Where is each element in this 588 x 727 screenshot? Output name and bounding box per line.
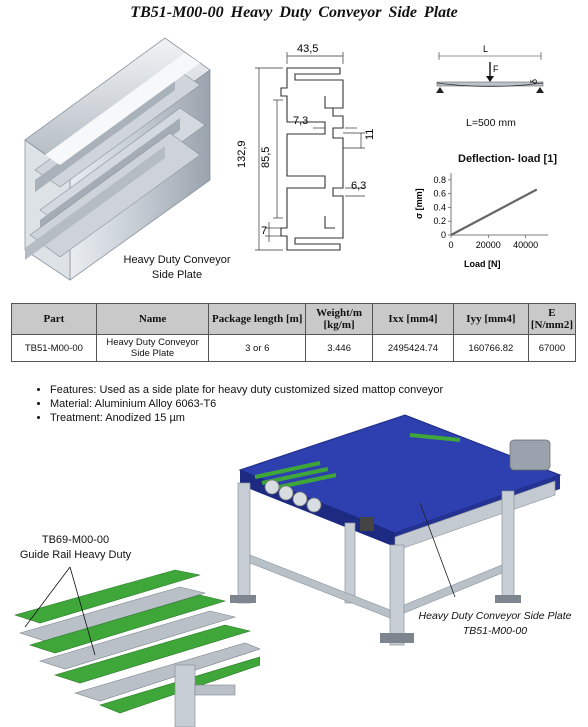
profile-technical-drawing: 43,5 132,9 85,5 7,3 6,3 11 7: [236, 43, 376, 251]
col-iyy: Iyy [mm4]: [452, 303, 529, 335]
list-item: Features: Used as a side plate for heavy…: [50, 383, 443, 397]
cell-part: TB51-M00-00: [11, 334, 97, 362]
beam-length-symbol: L: [483, 44, 488, 54]
cell-weight: 3.446: [305, 334, 374, 362]
chart-y-tick-label: 0.6: [433, 189, 446, 199]
chart-y-tick-label: 0.8: [433, 175, 446, 185]
profile-caption-line-2: Side Plate: [151, 269, 203, 281]
chart-x-tick-label: 40000: [513, 240, 538, 250]
col-name: Name: [95, 303, 210, 335]
chart-y-tick-label: 0.2: [433, 216, 446, 226]
chart-x-tick-label: 20000: [476, 240, 501, 250]
dim-11-label: 11: [364, 129, 376, 140]
guide-rail-render: [13, 566, 260, 727]
col-e: E [N/mm2]: [527, 303, 577, 335]
side-plate-code: TB51-M00-00: [462, 625, 528, 637]
table-row: TB51-M00-00 Heavy Duty Conveyor Side Pla…: [11, 334, 577, 362]
chart-ylabel: σ [mm]: [414, 188, 424, 219]
chart-y-tick-label: 0.4: [433, 202, 446, 212]
deflection-load-chart: 0 0.2 0.4 0.6 0.8 0 20000 40000 Load [N] σ [mm…: [414, 173, 548, 269]
spec-table: Part Name Package length [m] Weight/m [k…: [11, 303, 577, 362]
cell-ixx: 2495424.74: [372, 334, 454, 362]
page-title: TB51-M00-00 Heavy Duty Conveyor Side Pla…: [130, 4, 458, 21]
beam-load-diagram: L F δ: [436, 44, 544, 93]
dim-slot-b-label: 6,3: [351, 180, 366, 192]
dim-inner-label: 85,5: [260, 147, 272, 168]
chart-series-line: [450, 188, 538, 236]
beam-force-symbol: F: [493, 64, 499, 74]
list-item: Material: Aluminium Alloy 6063-T6: [50, 397, 443, 411]
spec-table-header-row: Part Name Package length [m] Weight/m [k…: [11, 303, 577, 335]
cell-iyy: 160766.82: [452, 334, 529, 362]
guide-rail-code: TB69-M00-00: [41, 534, 110, 546]
chart-xlabel: Load [N]: [464, 259, 501, 269]
chart-y-tick-label: 0: [441, 230, 446, 240]
conveyor-render: [230, 414, 562, 646]
chart-x-tick-label: 0: [448, 240, 453, 250]
features-list: Features: Used as a side plate for heavy…: [30, 383, 443, 425]
dim-7-label: 7: [261, 225, 267, 237]
side-plate-name: Heavy Duty Conveyor Side Plate: [418, 610, 572, 622]
cell-name: Heavy Duty Conveyor Side Plate: [95, 334, 210, 362]
col-weight: Weight/m [kg/m]: [305, 303, 374, 335]
list-item: Treatment: Anodized 15 µm: [50, 411, 443, 425]
col-part: Part: [11, 303, 97, 335]
dim-height-label: 132,9: [236, 140, 248, 168]
dim-slot-a-label: 7,3: [293, 115, 308, 127]
col-ixx: Ixx [mm4]: [372, 303, 454, 335]
profile-caption-line-1: Heavy Duty Conveyor: [123, 254, 231, 266]
chart-title: Deflection- load [1]: [458, 153, 558, 165]
side-plate-label: Heavy Duty Conveyor Side Plate TB51-M00-…: [400, 609, 588, 639]
guide-rail-label: TB69-M00-00 Guide Rail Heavy Duty: [18, 533, 133, 563]
beam-deflection-symbol: δ: [529, 79, 539, 84]
cell-package-length: 3 or 6: [208, 334, 307, 362]
profile-caption: Heavy Duty Conveyor Side Plate: [112, 253, 242, 283]
guide-rail-name: Guide Rail Heavy Duty: [19, 549, 132, 561]
beam-length-value: L=500 mm: [466, 117, 516, 129]
side-plate-profile-render: [24, 37, 211, 281]
dim-width-label: 43,5: [297, 43, 318, 55]
col-package-length: Package length [m]: [208, 303, 307, 335]
cell-e: 67000: [527, 334, 577, 362]
